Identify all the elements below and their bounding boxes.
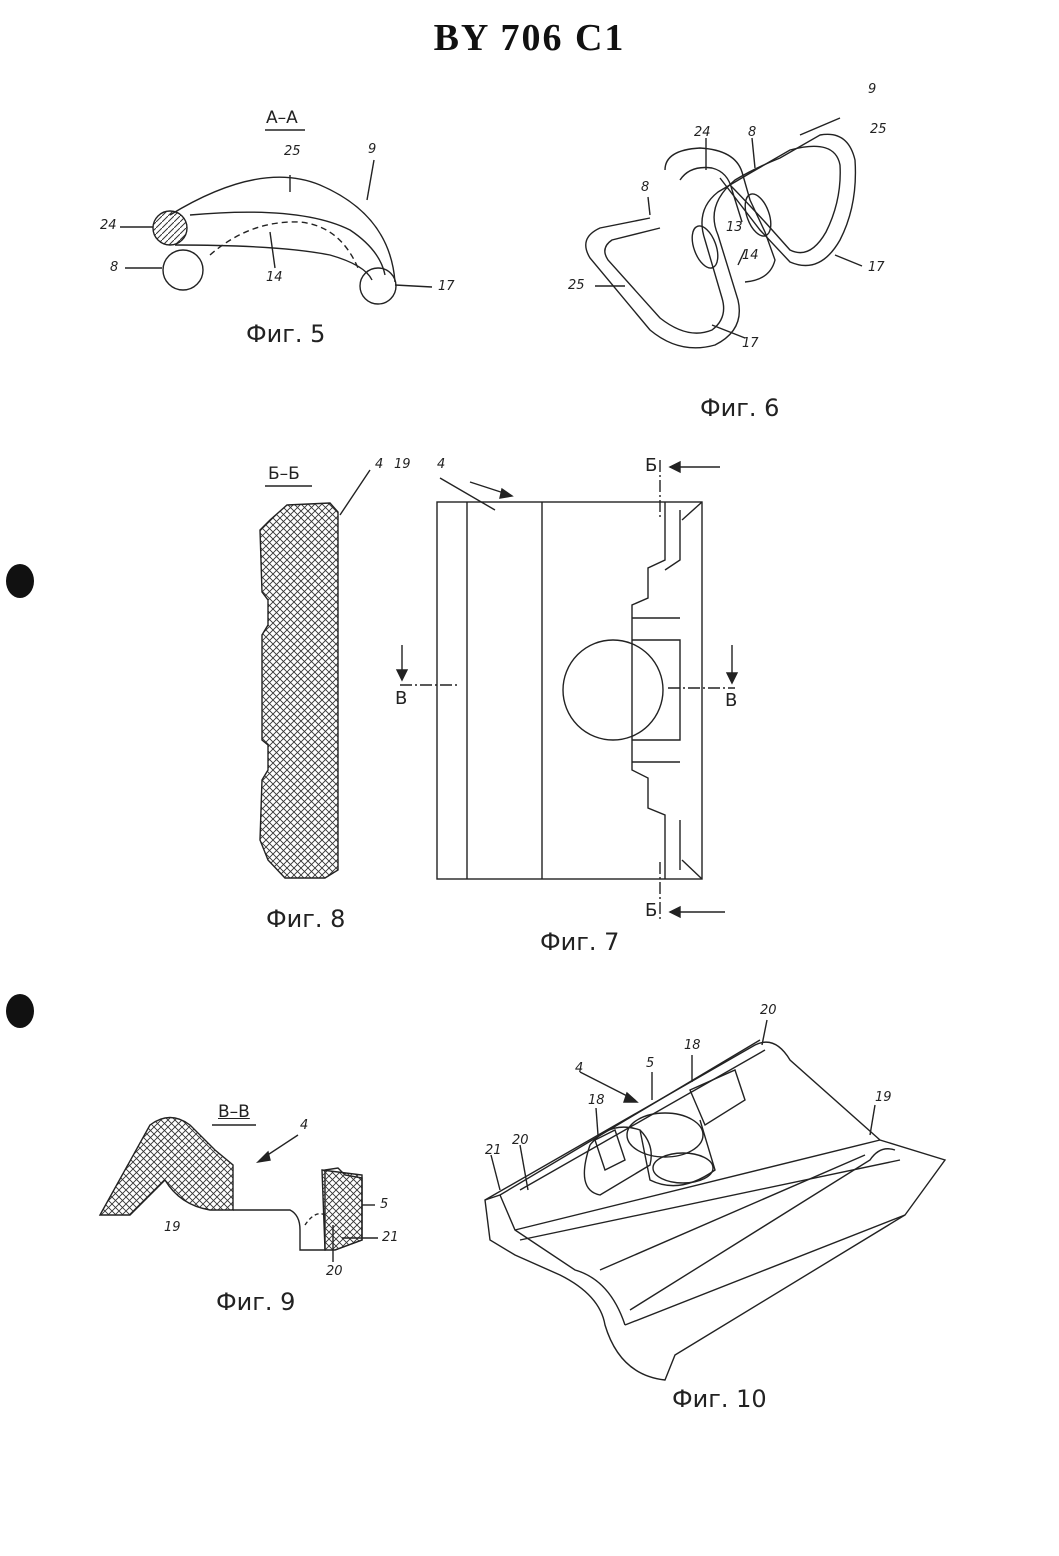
fig6-label-8a: 8 bbox=[748, 125, 756, 140]
punch-hole-mark bbox=[6, 564, 34, 598]
fig10-label-5: 5 bbox=[646, 1056, 654, 1071]
fig10-label-4: 4 bbox=[575, 1061, 583, 1076]
fig10-caption: Фиг. 10 bbox=[672, 1385, 767, 1413]
fig7-label-4: 4 bbox=[437, 457, 445, 472]
fig9-label-5: 5 bbox=[380, 1197, 388, 1212]
fig5-label-9: 9 bbox=[368, 142, 376, 157]
fig7-caption: Фиг. 7 bbox=[540, 928, 619, 956]
fig5-label-8: 8 bbox=[110, 260, 118, 275]
fig7-section-mark-v-left: В bbox=[395, 688, 407, 709]
fig10-label-20a: 20 bbox=[760, 1003, 777, 1018]
fig5-label-14: 14 bbox=[266, 270, 283, 285]
fig5-caption: Фиг. 5 bbox=[246, 320, 325, 348]
punch-hole-mark bbox=[6, 994, 34, 1028]
fig7-section-mark-v-right: В bbox=[725, 690, 737, 711]
fig8-drawing bbox=[260, 470, 370, 878]
fig9-section-label: В–В bbox=[218, 1102, 250, 1122]
fig9-label-19: 19 bbox=[164, 1220, 181, 1235]
fig6-label-14: 14 bbox=[742, 248, 759, 263]
fig10-label-21: 21 bbox=[485, 1143, 502, 1158]
fig6-label-25a: 25 bbox=[870, 122, 887, 137]
fig5-label-17: 17 bbox=[438, 279, 455, 294]
fig6-label-9: 9 bbox=[868, 82, 876, 97]
fig6-label-17b: 17 bbox=[742, 336, 759, 351]
fig10-label-18b: 18 bbox=[588, 1093, 605, 1108]
fig7-drawing bbox=[397, 460, 737, 920]
fig6-label-13: 13 bbox=[726, 220, 743, 235]
fig9-caption: Фиг. 9 bbox=[216, 1288, 295, 1316]
fig10-label-18a: 18 bbox=[684, 1038, 701, 1053]
document-title: BY 706 C1 bbox=[0, 16, 1059, 60]
fig9-label-20: 20 bbox=[326, 1264, 343, 1279]
fig5-label-24: 24 bbox=[100, 218, 117, 233]
fig5-label-25: 25 bbox=[284, 144, 301, 159]
fig9-label-21: 21 bbox=[382, 1230, 399, 1245]
fig9-drawing bbox=[100, 1118, 378, 1263]
fig8-label-4: 4 bbox=[375, 457, 383, 472]
fig7-section-mark-b-bottom: Б bbox=[645, 900, 657, 921]
fig5-section-label: А–А bbox=[266, 108, 298, 128]
fig6-caption: Фиг. 6 bbox=[700, 394, 779, 422]
fig7-label-19: 19 bbox=[394, 457, 411, 472]
fig6-label-17a: 17 bbox=[868, 260, 885, 275]
fig8-caption: Фиг. 8 bbox=[266, 905, 345, 933]
fig7-section-mark-b-top: Б bbox=[645, 455, 657, 476]
fig10-drawing bbox=[485, 1020, 945, 1380]
fig10-label-19: 19 bbox=[875, 1090, 892, 1105]
fig6-drawing bbox=[586, 118, 862, 348]
fig9-label-4: 4 bbox=[300, 1118, 308, 1133]
fig10-label-20b: 20 bbox=[512, 1133, 529, 1148]
fig8-section-label: Б–Б bbox=[268, 464, 300, 484]
fig6-label-24: 24 bbox=[694, 125, 711, 140]
fig6-label-25b: 25 bbox=[568, 278, 585, 293]
fig6-label-8b: 8 bbox=[641, 180, 649, 195]
